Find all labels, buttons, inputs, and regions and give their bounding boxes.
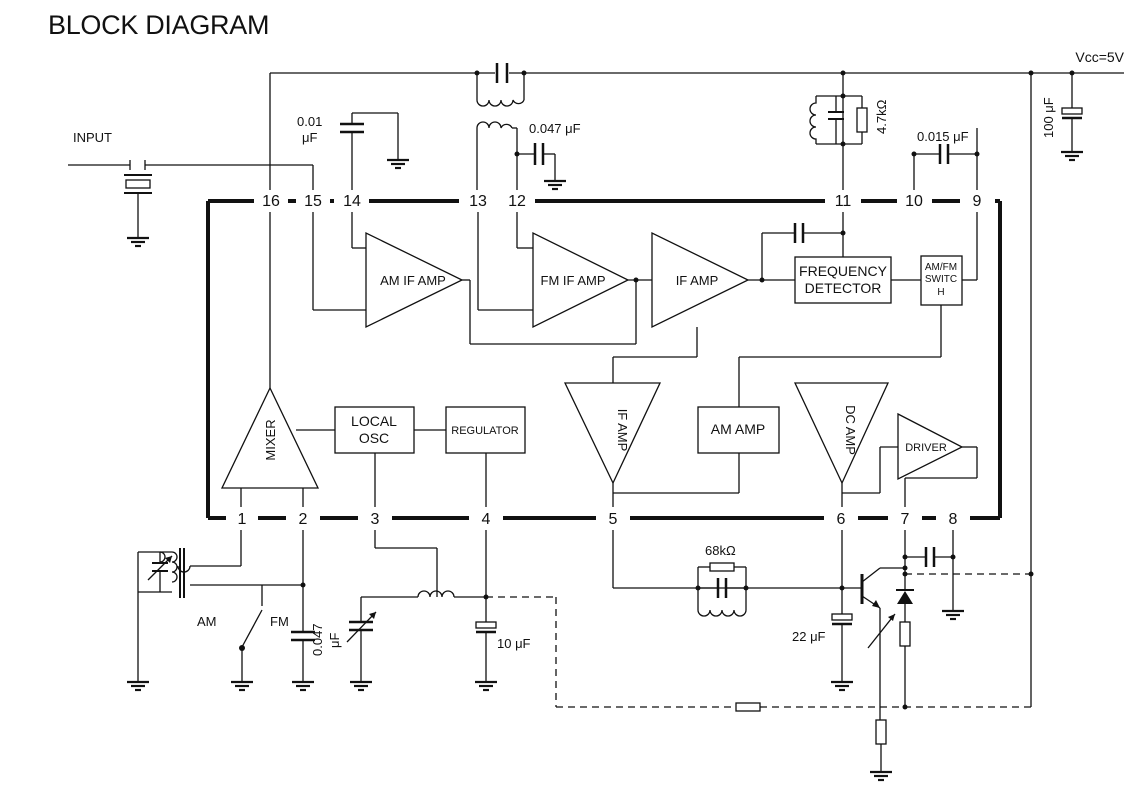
if-amp-bottom-block: IF AMP <box>563 382 662 485</box>
resistor-4.7k-label: 4.7kΩ <box>874 99 889 134</box>
resistor-68k-label: 68kΩ <box>705 543 736 558</box>
pin-11: 11 <box>835 193 852 210</box>
osc-tank <box>346 530 486 692</box>
pin-5: 5 <box>609 511 618 528</box>
pin-7: 7 <box>901 511 910 528</box>
cap-100uF-label: 100 μF <box>1041 97 1056 138</box>
cap-100uF <box>1059 73 1085 162</box>
svg-text:FREQUENCY: FREQUENCY <box>799 263 888 279</box>
fm-label: FM <box>270 614 289 629</box>
input-label: INPUT <box>73 130 112 145</box>
pin-3: 3 <box>371 511 380 528</box>
ic-outline <box>206 199 1002 520</box>
detector-tank <box>809 73 868 190</box>
cap-0.015uF <box>911 128 980 190</box>
svg-text:LOCAL: LOCAL <box>351 413 397 429</box>
68k-network <box>612 530 862 617</box>
cap-22uF-label: 22 μF <box>792 629 826 644</box>
fm-if-amp-block: FM IF AMP <box>532 231 630 329</box>
cap-0.01uF <box>340 112 411 190</box>
cap-0.047uF-bottom <box>290 530 316 692</box>
regulator-block: REGULATOR <box>445 406 526 454</box>
svg-text:AM/FM: AM/FM <box>925 262 957 273</box>
pin-labels-top: 16 15 14 13 12 11 10 9 <box>262 193 981 210</box>
pin-1: 1 <box>238 511 247 528</box>
pin-16: 16 <box>262 193 280 210</box>
tuning-led <box>896 530 914 710</box>
pin-12: 12 <box>508 193 526 210</box>
driver-block: DRIVER <box>897 412 964 481</box>
supply-label: Vcc=5V <box>1075 49 1124 65</box>
svg-text:IF AMP: IF AMP <box>676 273 719 288</box>
cap-22uF <box>829 530 855 692</box>
cap-0.047-bottom-unit: μF <box>327 633 342 648</box>
pin-6: 6 <box>837 511 846 528</box>
am-if-amp-block: AM IF AMP <box>365 231 464 329</box>
if-amp-top-block: IF AMP <box>651 231 750 329</box>
svg-text:FM IF AMP: FM IF AMP <box>541 273 606 288</box>
pin-2: 2 <box>299 511 308 528</box>
frequency-detector-block: FREQUENCY DETECTOR <box>794 256 892 304</box>
svg-text:AM IF AMP: AM IF AMP <box>380 273 446 288</box>
am-label: AM <box>197 614 217 629</box>
pin-13: 13 <box>469 193 487 210</box>
diagram-title: BLOCK DIAGRAM <box>48 10 270 40</box>
pin-10: 10 <box>905 193 923 210</box>
am-fm-switch-block: AM/FM SWITC H <box>920 255 963 306</box>
cap-0.047-top-label: 0.047 μF <box>529 121 581 136</box>
svg-text:DC AMP: DC AMP <box>843 405 858 455</box>
pin-labels-bottom: 1 2 3 4 5 6 7 8 <box>238 511 958 528</box>
tuning-indicator-transistor <box>860 567 905 782</box>
am-amp-block: AM AMP <box>697 406 780 454</box>
svg-text:AM AMP: AM AMP <box>711 421 765 437</box>
cap-0.047-bottom-label: 0.047 <box>310 623 325 656</box>
svg-text:OSC: OSC <box>359 430 389 446</box>
cap-10uF-label: 10 μF <box>497 636 531 651</box>
dashed-tuning-line <box>486 571 1034 712</box>
svg-text:H: H <box>937 287 944 298</box>
pin-8: 8 <box>949 511 958 528</box>
vcc-rail <box>270 63 1124 83</box>
dc-amp-block: DC AMP <box>793 382 890 485</box>
pin-9: 9 <box>973 193 982 210</box>
svg-text:REGULATOR: REGULATOR <box>451 425 518 437</box>
svg-text:DRIVER: DRIVER <box>905 442 947 454</box>
ceramic-filter <box>68 160 314 248</box>
cap-10uF <box>473 530 499 692</box>
svg-text:SWITC: SWITC <box>925 274 957 285</box>
local-osc-block: LOCAL OSC <box>334 406 415 454</box>
cap-0.01-label: 0.01 <box>297 114 322 129</box>
svg-text:IF AMP: IF AMP <box>615 409 630 452</box>
am-fm-band-switch[interactable] <box>229 582 306 692</box>
pin-14: 14 <box>343 193 361 210</box>
cap-0.01-unit: μF <box>302 130 317 145</box>
svg-text:MIXER: MIXER <box>263 419 278 460</box>
am-antenna-circuit <box>125 530 262 692</box>
fm-if-transformer <box>476 73 568 191</box>
pin-4: 4 <box>482 511 491 528</box>
cap-0.015-label: 0.015 μF <box>917 129 969 144</box>
pin7-8-cap <box>902 530 966 621</box>
svg-text:DETECTOR: DETECTOR <box>805 280 882 296</box>
mixer-block: MIXER <box>220 386 320 489</box>
pin-15: 15 <box>304 193 322 210</box>
